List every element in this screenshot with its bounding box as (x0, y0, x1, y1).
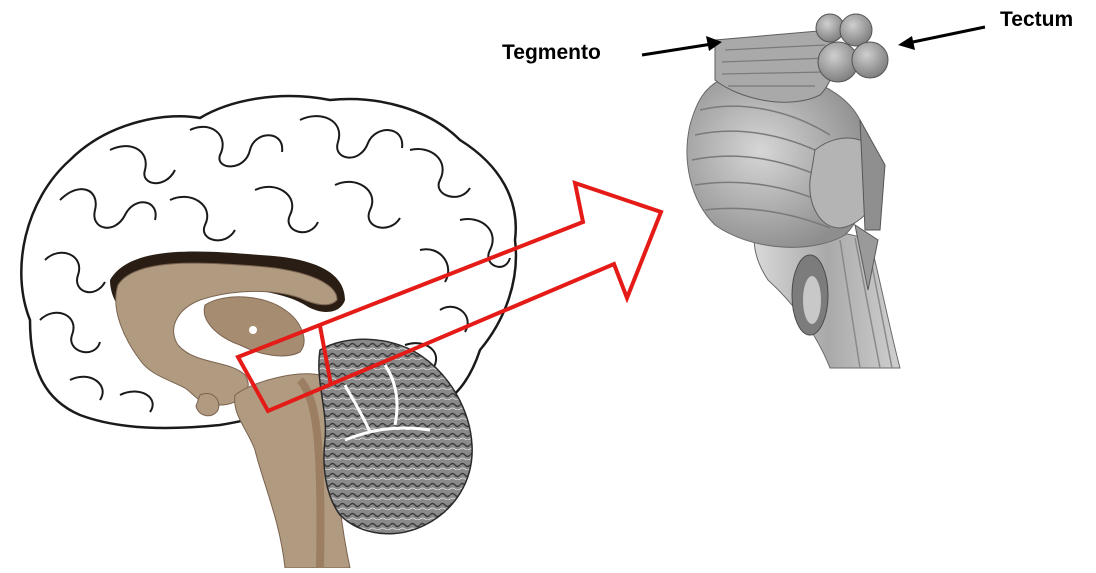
peduncle-face (860, 120, 885, 230)
pituitary (196, 393, 219, 415)
brainstem-closeup (642, 14, 985, 368)
inferior-colliculus-right (852, 42, 888, 78)
tegmento-label: Tegmento (502, 41, 601, 65)
tectum-label: Tectum (1000, 8, 1073, 32)
intermediate-mass-dot (249, 326, 257, 334)
arrow-left-icon (642, 36, 722, 55)
superior-colliculus-right (840, 14, 872, 46)
arrow-left-icon (898, 27, 985, 50)
tegmentum (715, 30, 835, 102)
sagittal-brain (21, 96, 516, 568)
olive-highlight (803, 276, 821, 324)
tectum (816, 14, 888, 82)
